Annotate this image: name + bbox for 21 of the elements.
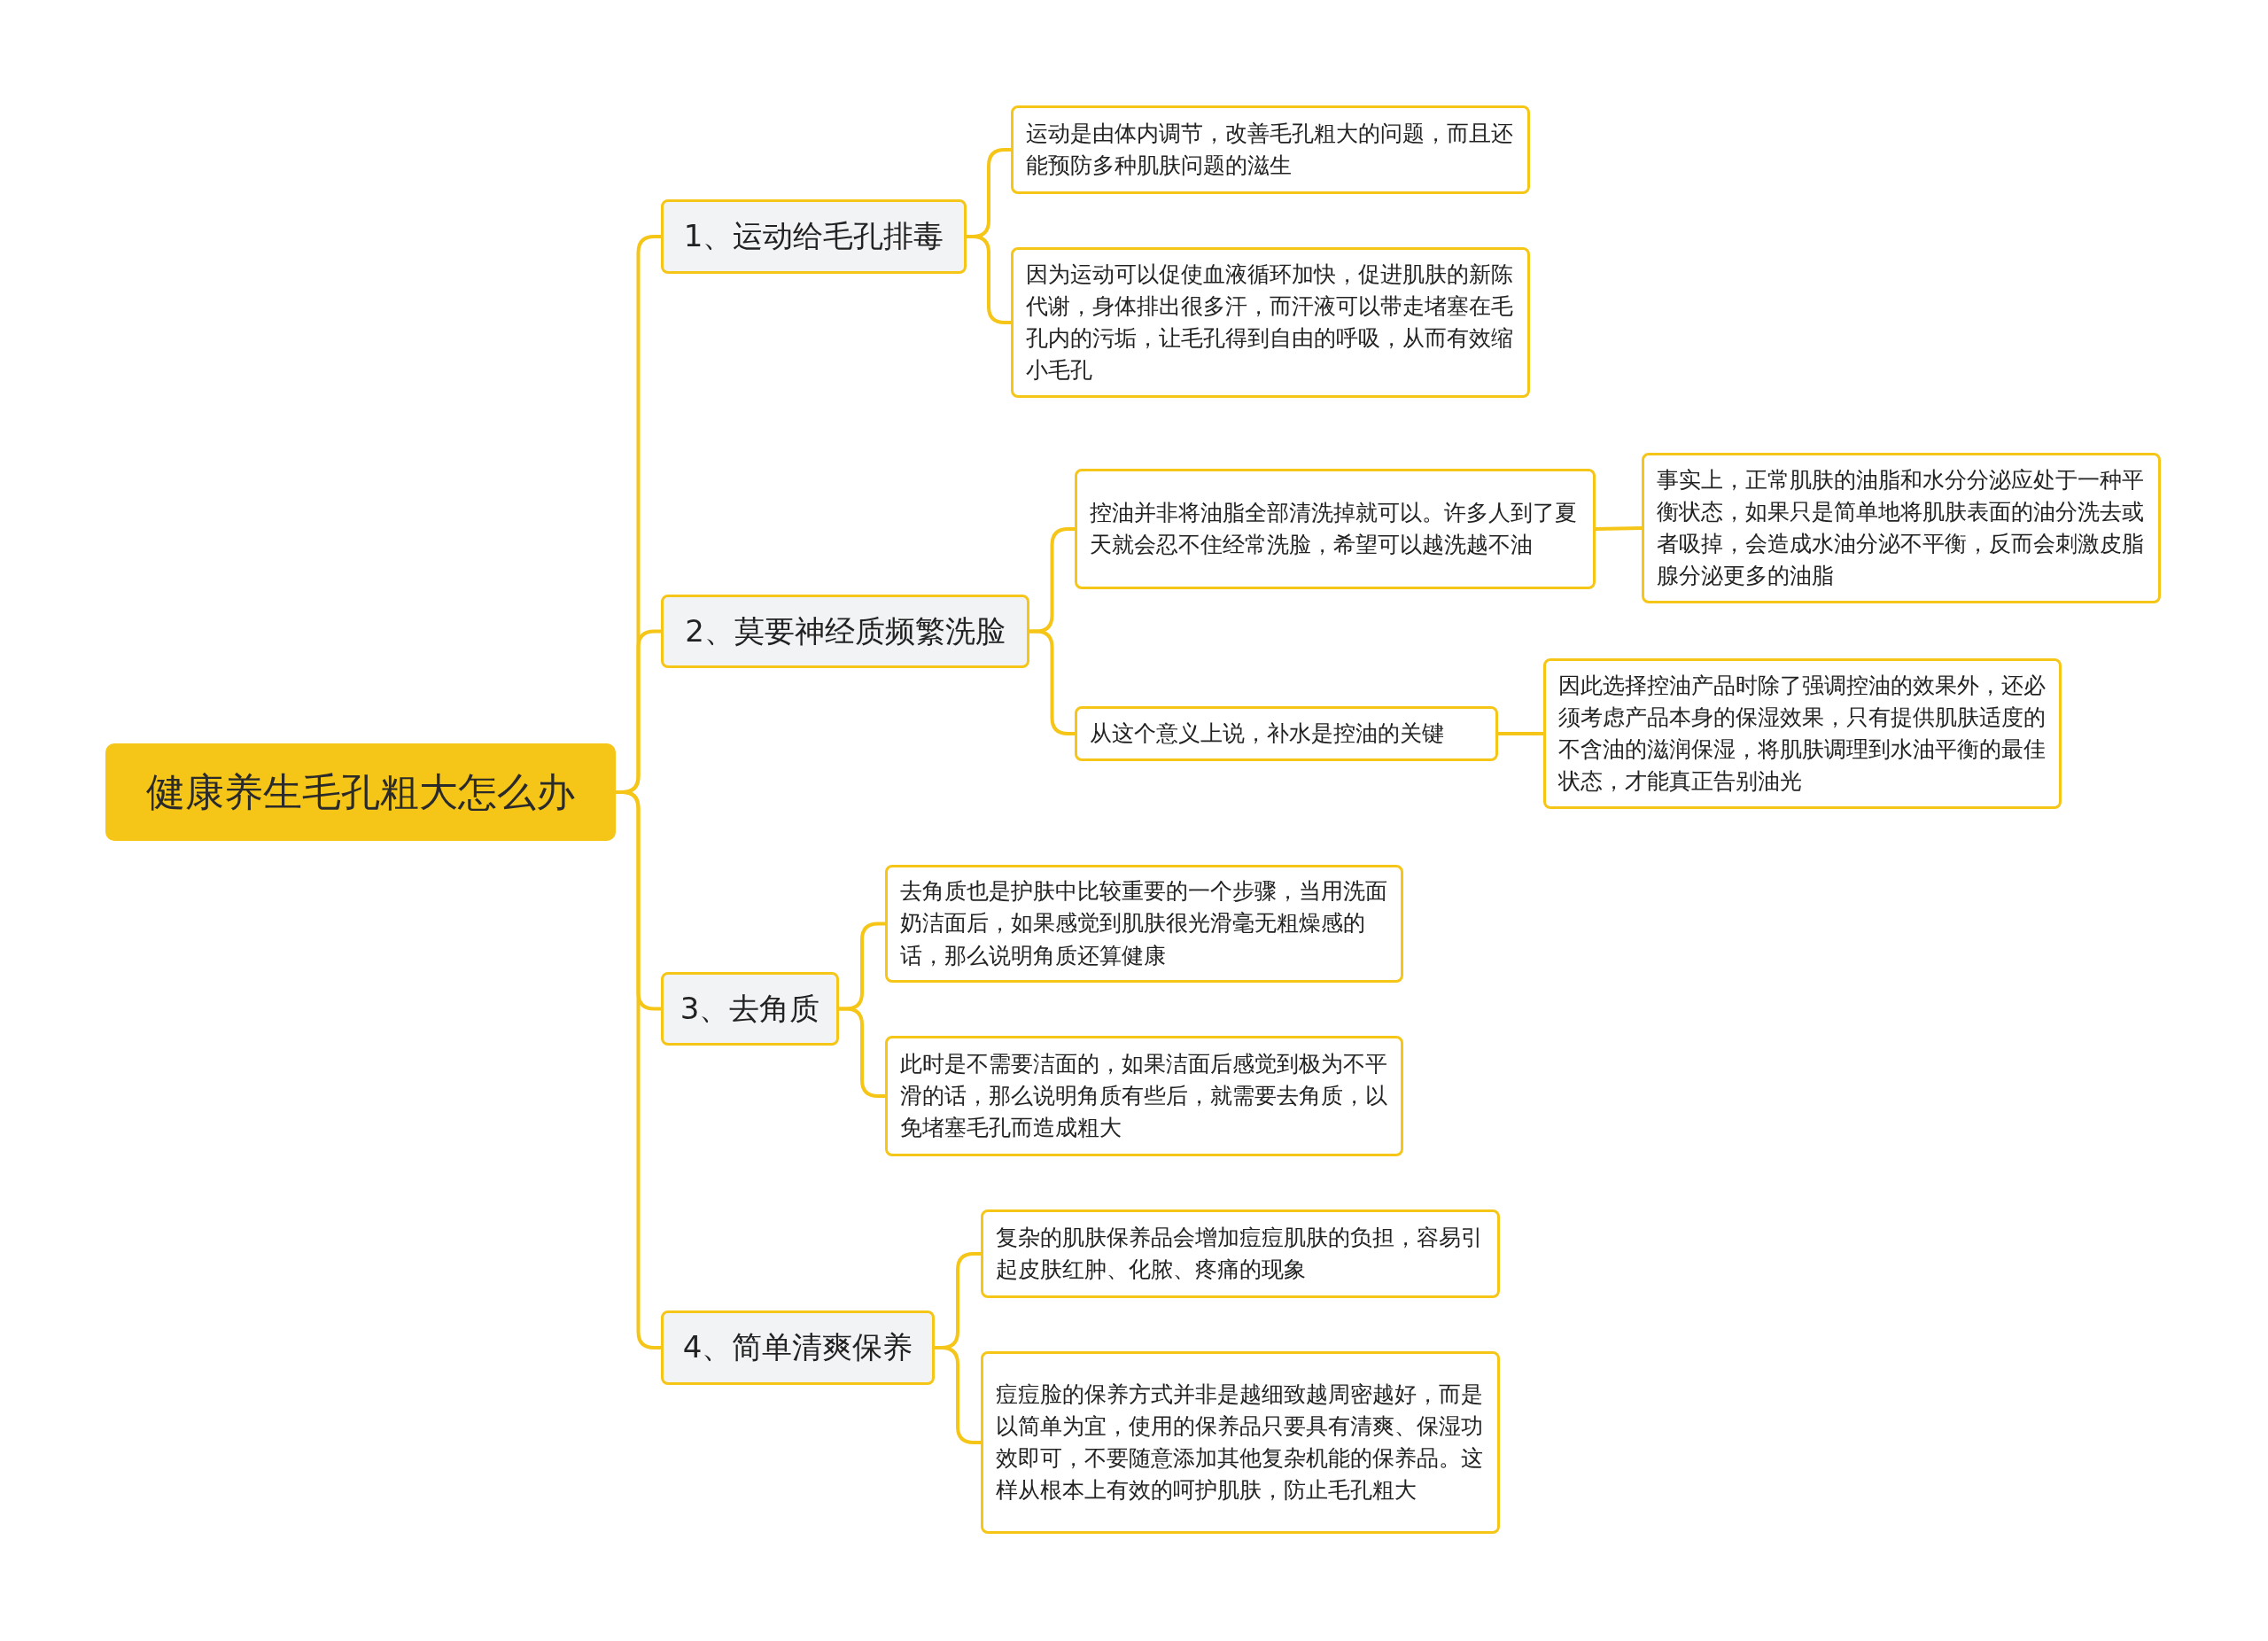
text-box: 事实上，正常肌肤的油脂和水分分泌应处于一种平衡状态，如果只是简单地将肌肤表面的油分洗去或者吸掉，会造成水油分泌不平衡，反而会刺激皮脂腺分泌更多的油脂 <box>1642 453 2161 603</box>
text-box: 因此选择控油产品时除了强调控油的效果外，还必须考虑产品本身的保湿效果，只有提供肌肤适度的不含油的滋润保湿，将肌肤调理到水油平衡的最佳状态，才能真正告别油光 <box>1543 658 2062 809</box>
connector-line <box>1498 732 1543 735</box>
text-box: 此时是不需要洁面的，如果洁面后感觉到极为不平滑的话，那么说明角质有些后，就需要去角质，以免堵塞毛孔而造成粗大 <box>885 1036 1403 1156</box>
connector-line <box>935 1346 981 1444</box>
text-box: 复杂的肌肤保养品会增加痘痘肌肤的负担，容易引起皮肤红肿、化脓、疼痛的现象 <box>981 1209 1500 1298</box>
text-box: 去角质也是护肤中比较重要的一个步骤，当用洗面奶洁面后，如果感觉到肌肤很光滑毫无粗燥感的话，那么说明角质还算健康 <box>885 865 1403 983</box>
topic-box: 3、去角质 <box>661 972 839 1046</box>
text-box: 从这个意义上说，补水是控油的关键 <box>1075 706 1498 761</box>
text-box: 运动是由体内调节，改善毛孔粗大的问题，而且还能预防多种肌肤问题的滋生 <box>1011 105 1530 194</box>
connector-line <box>1029 629 1075 735</box>
connector-line <box>967 235 1011 324</box>
topic-box: 4、简单清爽保养 <box>661 1310 935 1385</box>
text-box: 因为运动可以促使血液循环加快，促进肌肤的新陈代谢，身体排出很多汗，而汗液可以带走堵塞在毛孔内的污垢，让毛孔得到自由的呼吸，从而有效缩小毛孔 <box>1011 247 1530 398</box>
root-topic-box: 健康养生毛孔粗大怎么办 <box>105 743 616 841</box>
text-box: 痘痘脸的保养方式并非是越细致越周密越好，而是以简单为宜，使用的保养品只要具有清爽、保湿功效即可，不要随意添加其他复杂机能的保养品。这样从根本上有效的呵护肌肤，防止毛孔粗大 <box>981 1351 1500 1534</box>
text-box: 控油并非将油脂全部清洗掉就可以。许多人到了夏天就会忍不住经常洗脸，希望可以越洗越不油 <box>1075 469 1596 589</box>
connector-line <box>1595 526 1643 531</box>
connector-line <box>839 1007 885 1098</box>
topic-box: 2、莫要神经质频繁洗脸 <box>661 595 1029 668</box>
topic-box: 1、运动给毛孔排毒 <box>661 199 967 274</box>
